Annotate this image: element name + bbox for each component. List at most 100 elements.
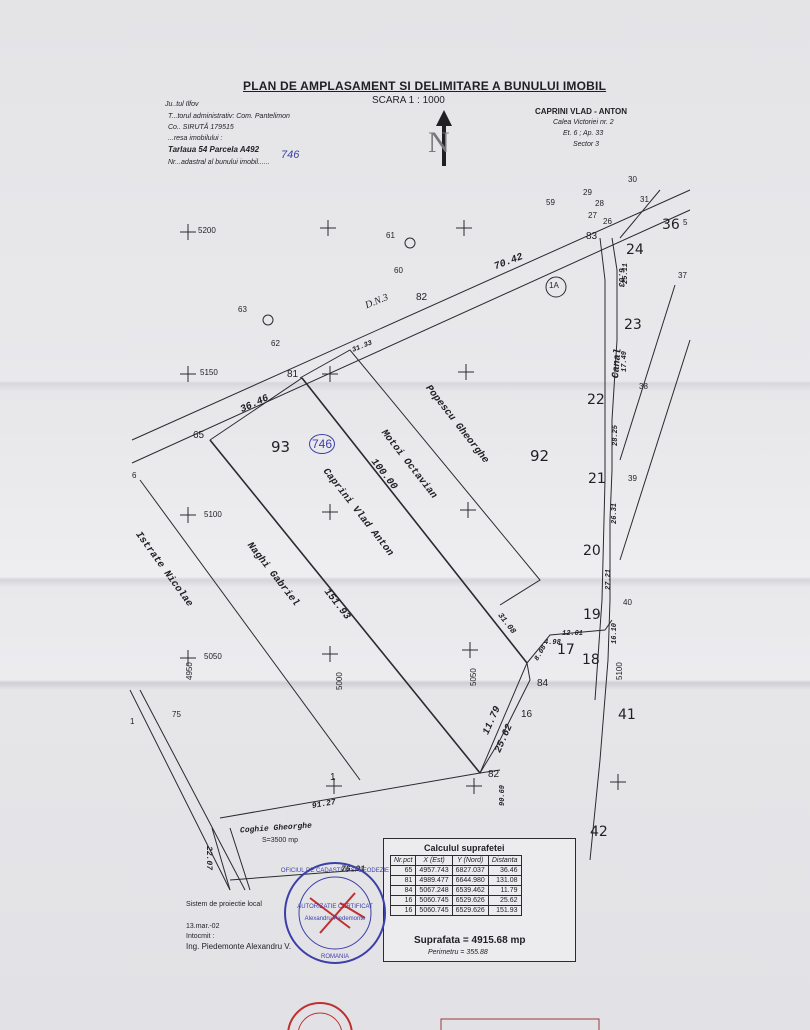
info-teritoriu: T...torul administrativ: Com. Pantelimon <box>168 113 290 120</box>
point-17: 17 <box>557 642 575 658</box>
parcel-bottom-edge <box>219 769 501 819</box>
point-40: 40 <box>623 598 632 607</box>
plan-date: 13.mar.-02 <box>186 923 220 930</box>
parcel-popescu <box>299 349 541 606</box>
table-header-row: Nr.pct X (Est) Y (Nord) Distanta <box>389 855 522 866</box>
table-cell: 25.62 <box>487 895 522 906</box>
table-cell: 65 <box>389 865 417 876</box>
table-row: 16 5060.745 6529.626 151.93 <box>389 905 522 916</box>
point-24: 24 <box>626 242 644 258</box>
area-calculation-title: Calculul suprafetei <box>424 843 505 853</box>
projection-system: Sistem de proiectie local <box>186 901 262 908</box>
point-26: 26 <box>603 217 612 226</box>
stamp-center-text: AUTORIZATIE CERTIFICAT <box>297 904 373 910</box>
col-header: Distanta <box>487 855 522 866</box>
table-cell: 5060.745 <box>415 905 453 916</box>
grid-x-4950: 4950 <box>185 662 194 680</box>
point-23: 23 <box>624 317 642 333</box>
point-82-north: 82 <box>416 292 428 303</box>
canal-line <box>589 237 618 861</box>
table-cell: 5060.745 <box>415 895 453 906</box>
col-header: Nr.pct <box>389 855 417 866</box>
bottom-stamp-icon <box>287 1002 353 1030</box>
point-27: 27 <box>588 211 597 220</box>
road-edge-north <box>131 189 691 441</box>
point-42: 42 <box>590 824 608 840</box>
table-cell: 6539.462 <box>451 885 489 896</box>
road-edge-south <box>131 209 691 464</box>
point-59: 59 <box>546 198 555 207</box>
col-header: Y (Nord) <box>451 855 489 866</box>
area-calculation-box: Calculul suprafetei Nr.pct X (Est) Y (No… <box>383 838 576 962</box>
parcel-number-746: 746 <box>309 434 336 454</box>
owner-address-1: Calea Victoriei nr. 2 <box>553 119 614 126</box>
north-arrow-icon <box>436 110 452 166</box>
info-judet: Ju..tul Ilfov <box>165 101 199 108</box>
dist-canal-4: 26.31 <box>611 502 619 524</box>
table-row: 81 4989.477 6644.980 131.08 <box>389 875 522 886</box>
parcel-number-92: 92 <box>530 447 550 465</box>
point-18: 18 <box>582 652 600 668</box>
info-nr-cadastral: Nr...adastral al bunului imobil...... <box>168 159 270 166</box>
point-81: 81 <box>287 369 299 380</box>
point-21: 21 <box>588 471 606 487</box>
grid-x-5000: 5000 <box>335 672 344 690</box>
dist-90-69: 90.69 <box>499 784 507 806</box>
grid-y-5050: 5050 <box>204 652 222 661</box>
canal-side-line-2 <box>619 284 676 461</box>
dist-76-91: 76.91 <box>341 865 366 874</box>
grid-y-5150: 5150 <box>200 368 218 377</box>
grid-y-5100: 5100 <box>204 510 222 519</box>
point-38: 38 <box>639 382 648 391</box>
table-cell: 6529.626 <box>451 895 489 906</box>
stamp-ring-text: OFICIUL DE CADASTRU SI GEODEZIE <box>281 868 389 874</box>
north-letter: N <box>428 126 450 159</box>
segment-84-16-82 <box>479 662 531 774</box>
point-65: 65 <box>193 430 205 441</box>
col-header: X (Est) <box>415 855 453 866</box>
point-30: 30 <box>628 175 637 184</box>
table-cell: 4957.743 <box>415 865 453 876</box>
owner-address-2: Et. 6 ; Ap. 33 <box>563 130 604 137</box>
owner-address-3: Sector 3 <box>573 141 600 148</box>
info-handwritten-number: 746 <box>281 149 300 161</box>
table-cell: 151.93 <box>487 905 522 916</box>
dist-17-segment: 4.98 <box>544 639 561 647</box>
coghie-edge-right <box>229 827 251 891</box>
point-29: 29 <box>583 188 592 197</box>
plan-scale: SCARA 1 : 1000 <box>372 95 445 106</box>
table-row: 16 5060.745 6529.626 25.62 <box>389 895 522 906</box>
point-35: 5 <box>683 218 688 227</box>
table-cell: 81 <box>389 875 417 886</box>
table-cell: 6529.626 <box>451 905 489 916</box>
point-19: 19 <box>583 607 601 623</box>
point-16: 16 <box>521 709 533 720</box>
table-cell: 4989.477 <box>415 875 453 886</box>
table-cell: 11.79 <box>487 885 522 896</box>
dist-22-07: 22.07 <box>204 846 213 871</box>
point-62: 62 <box>271 339 280 348</box>
table-cell: 36.46 <box>487 865 522 876</box>
point-37: 37 <box>678 271 687 280</box>
stamp-name-text: Alexandru Piedemonte <box>305 916 366 922</box>
point-61: 61 <box>386 231 395 240</box>
coghie-bottom <box>229 869 361 881</box>
parcel-number-93: 93 <box>271 438 291 456</box>
point-39: 39 <box>628 474 637 483</box>
prepared-by-label: Intocmit : <box>186 933 215 940</box>
table-cell: 5067.248 <box>415 885 453 896</box>
point-1A: 1A <box>549 281 559 290</box>
table-row: 65 4957.743 6827.037 36.46 <box>389 865 522 876</box>
table-cell: 131.08 <box>487 875 522 886</box>
point-83: 83 <box>586 231 598 242</box>
parcel-boundary-naghi <box>209 439 481 774</box>
table-cell: 16 <box>389 895 417 906</box>
info-tarla: Tarlaua 54 Parcela A492 <box>168 145 260 154</box>
istrate-edge <box>139 689 246 891</box>
bottom-frame-icon <box>440 1018 600 1030</box>
area-surface-total: Suprafata = 4915.68 mp <box>414 935 526 946</box>
table-cell: 6644.980 <box>451 875 489 886</box>
stamp-country-text: ROMANIA <box>321 954 349 960</box>
point-63: 63 <box>238 305 247 314</box>
